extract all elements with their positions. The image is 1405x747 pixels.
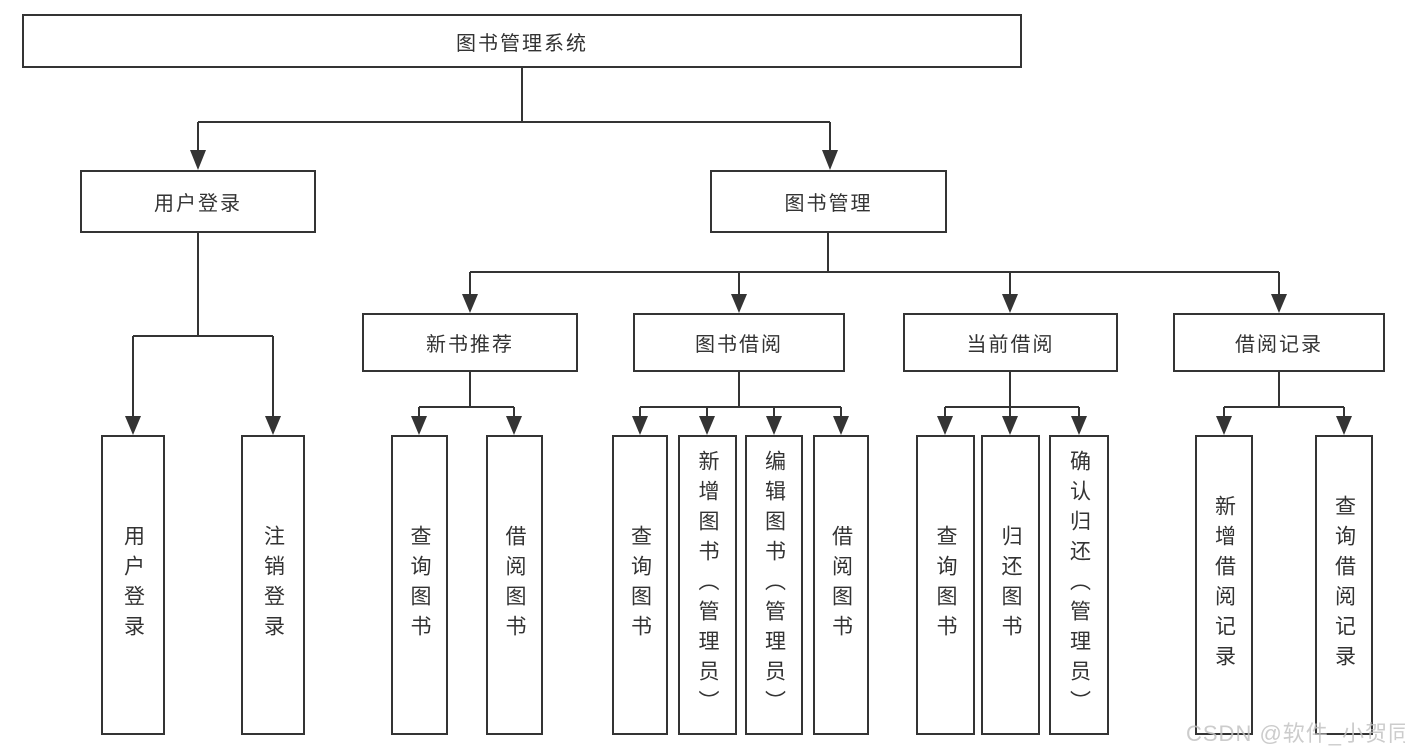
node-user-login: 用户登录 xyxy=(80,170,316,233)
node-book-borrow: 图书借阅 xyxy=(633,313,845,372)
leaf-add-book-admin: 新增图书（管理员） xyxy=(678,435,737,735)
node-borrow-records: 借阅记录 xyxy=(1173,313,1385,372)
leaf-query-book: 查询图书 xyxy=(612,435,668,735)
leaf-label: 查询图书 xyxy=(628,525,652,645)
leaf-label: 借阅图书 xyxy=(503,525,526,645)
leaf-label: 用户登录 xyxy=(121,525,145,645)
leaf-user-login: 用户登录 xyxy=(101,435,165,735)
leaf-add-borrow-record: 新增借阅记录 xyxy=(1195,435,1253,735)
node-book-management: 图书管理 xyxy=(710,170,947,233)
leaf-query-borrow-record: 查询借阅记录 xyxy=(1315,435,1373,735)
node-new-book-recommend: 新书推荐 xyxy=(362,313,578,372)
leaf-label: 查询图书 xyxy=(934,525,957,645)
node-current-borrow: 当前借阅 xyxy=(903,313,1118,372)
leaf-query-book: 查询图书 xyxy=(916,435,975,735)
leaf-label: 借阅图书 xyxy=(829,525,853,645)
leaf-label: 查询图书 xyxy=(408,525,431,645)
leaf-label: 编辑图书（管理员） xyxy=(762,450,786,720)
leaf-confirm-return-admin: 确认归还（管理员） xyxy=(1049,435,1109,735)
leaf-borrow-book: 借阅图书 xyxy=(813,435,869,735)
leaf-label: 新增借阅记录 xyxy=(1212,495,1236,675)
leaf-borrow-book: 借阅图书 xyxy=(486,435,543,735)
leaf-label: 查询借阅记录 xyxy=(1332,495,1356,675)
leaf-return-book: 归还图书 xyxy=(981,435,1040,735)
leaf-label: 归还图书 xyxy=(999,525,1022,645)
leaf-label: 新增图书（管理员） xyxy=(696,450,719,720)
node-library-management-system: 图书管理系统 xyxy=(22,14,1022,68)
csdn-watermark: CSDN @软件_小贺同学 xyxy=(1186,721,1405,746)
leaf-edit-book-admin: 编辑图书（管理员） xyxy=(745,435,803,735)
leaf-query-book: 查询图书 xyxy=(391,435,448,735)
leaf-label: 注销登录 xyxy=(261,525,285,645)
leaf-logout: 注销登录 xyxy=(241,435,305,735)
leaf-label: 确认归还（管理员） xyxy=(1067,450,1091,720)
